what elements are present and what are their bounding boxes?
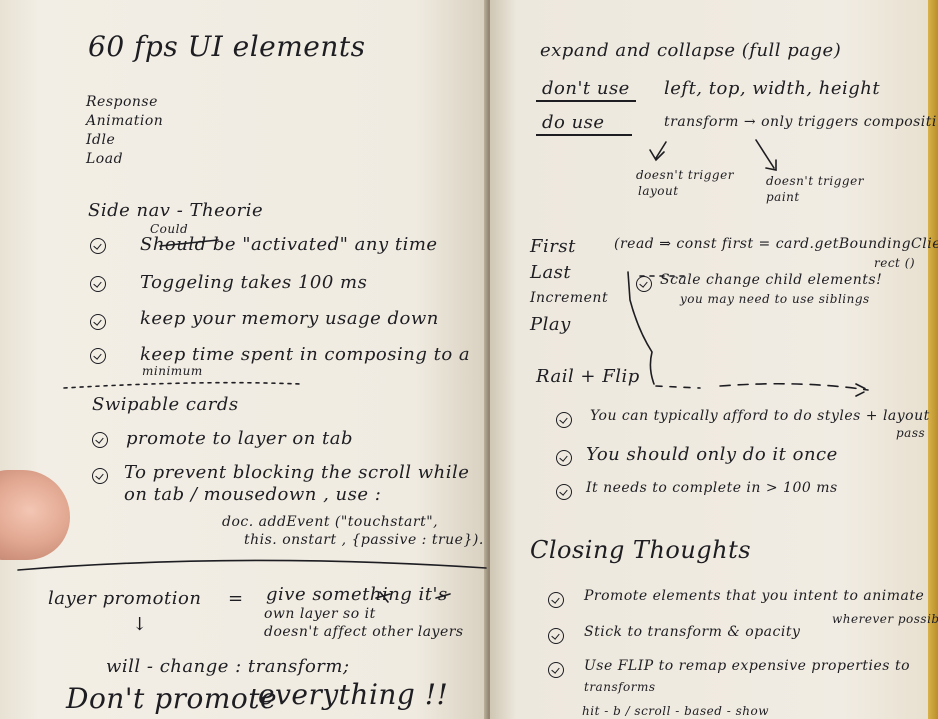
dashed-arrow (655, 385, 701, 389)
closing-item: Stick to transform & opacity (584, 624, 801, 640)
bracket-stroke (627, 271, 655, 385)
flip-increment: Increment (530, 290, 609, 306)
code-line: this. onstart , {passive : true}). (244, 532, 484, 548)
arrow-icon (649, 141, 667, 162)
notebook-left-page (0, 0, 488, 719)
expand-heading: expand and collapse (full page) (540, 40, 842, 61)
do-use-label: do use (542, 112, 605, 133)
equals-sign: = (228, 588, 244, 609)
dont-use-label: don't use (542, 78, 630, 99)
will-change-code: will - change : transform; (106, 656, 350, 677)
check-circle-icon (90, 238, 106, 254)
check-circle-icon (556, 412, 572, 428)
scale-note: you may need to use siblings (680, 292, 870, 306)
closing-item: Promote elements that you intent to anim… (584, 588, 925, 604)
rail-flip-item: You can typically afford to do styles + … (590, 408, 930, 424)
flip-play: Play (530, 314, 571, 335)
check-circle-icon (90, 348, 106, 364)
cut-off-text: hit - b / scroll - based - show (582, 704, 769, 718)
swipable-item-continued: on tab / mousedown , use : (124, 484, 382, 505)
side-nav-could-note: Could (150, 222, 189, 236)
note-layout: doesn't trigger (636, 168, 734, 182)
check-circle-icon (90, 314, 106, 330)
section-divider (17, 559, 487, 571)
check-circle-icon (92, 468, 108, 484)
strike-through (159, 239, 219, 247)
check-circle-icon (556, 450, 572, 466)
swipable-item: promote to layer on tab (126, 428, 354, 449)
underline (536, 134, 632, 136)
flip-code: (read ⇒ const first = card.getBoundingCl… (614, 236, 938, 252)
rail-item-load: Load (86, 151, 124, 167)
check-circle-icon (90, 276, 106, 292)
notebook-spine (484, 0, 494, 719)
underline (536, 100, 636, 102)
closing-item: Use FLIP to remap expensive properties t… (584, 658, 910, 674)
side-nav-item: Toggeling takes 100 ms (140, 272, 368, 293)
side-nav-minimum-note: minimum (142, 364, 203, 378)
flip-code: rect () (874, 256, 916, 270)
check-circle-icon (548, 592, 564, 608)
pass-note: pass (896, 426, 926, 440)
note-layout: layout (638, 184, 679, 198)
scale-note: Scale change child elements! (660, 272, 883, 288)
closing-heading: Closing Thoughts (530, 536, 752, 564)
page-title: 60 fps UI elements (88, 30, 366, 63)
side-nav-item: keep time spent in composing to a (140, 344, 471, 365)
side-nav-heading: Side nav - Theorie (88, 200, 264, 221)
arrow-down-icon: ↓ (132, 614, 148, 635)
dont-promote-text: Don't promote (66, 682, 278, 715)
rail-item-idle: Idle (86, 132, 116, 148)
do-use-value: transform → only triggers compositing (664, 114, 938, 130)
dont-use-value: left, top, width, height (664, 78, 881, 99)
layer-promotion-term: layer promotion (48, 588, 202, 609)
rail-item-animation: Animation (86, 113, 164, 129)
notebook-edge (928, 0, 938, 719)
dashed-arrow (719, 382, 870, 397)
scribble (435, 593, 451, 599)
layer-definition: own layer so it (264, 606, 376, 622)
check-circle-icon (548, 662, 564, 678)
side-nav-item: keep your memory usage down (140, 308, 439, 329)
note-paint: paint (766, 190, 800, 204)
swipable-item: To prevent blocking the scroll while (124, 462, 470, 483)
closing-note: wherever possible (832, 612, 938, 626)
closing-item-continued: transforms (584, 680, 656, 694)
rail-flip-heading: Rail + Flip (536, 366, 640, 387)
everything-text: everything !! (258, 678, 449, 711)
check-circle-icon (548, 628, 564, 644)
check-circle-icon (556, 484, 572, 500)
check-circle-icon (92, 432, 108, 448)
note-paint: doesn't trigger (766, 174, 864, 188)
layer-definition: doesn't affect other layers (264, 624, 464, 640)
flip-last: Last (530, 262, 572, 283)
layer-definition: give something it's (266, 584, 448, 605)
rail-item-response: Response (86, 94, 158, 110)
arrow-icon (755, 139, 777, 171)
code-line: doc. addEvent ("touchstart", (222, 514, 439, 530)
swipable-heading: Swipable cards (92, 394, 239, 415)
flip-first: First (530, 236, 576, 257)
side-nav-item: Should be "activated" any time (140, 234, 438, 255)
rail-flip-item: You should only do it once (586, 444, 838, 465)
dotted-divider (63, 381, 301, 389)
scribble (375, 591, 391, 603)
rail-flip-item: It needs to complete in > 100 ms (586, 480, 838, 496)
